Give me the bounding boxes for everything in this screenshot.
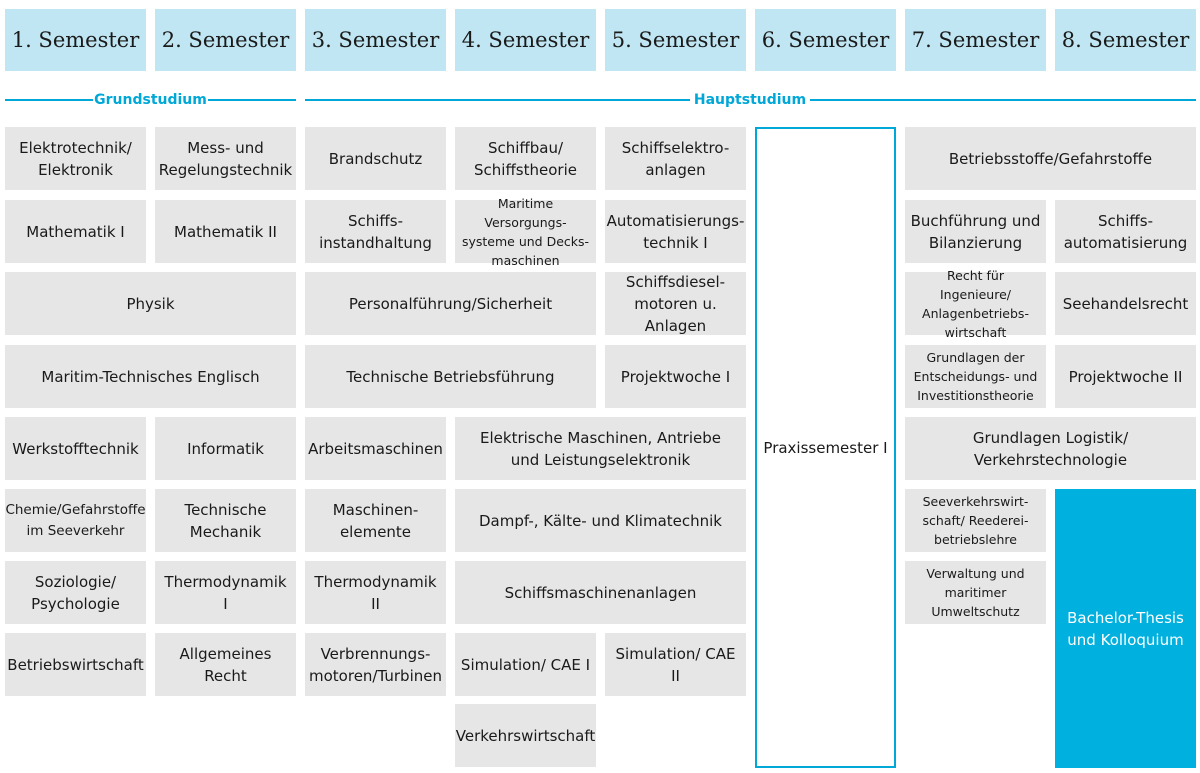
semester-7-header: 7. Semester <box>905 9 1046 71</box>
module-schiffsautomatisierung: Schiffs- automatisierung <box>1055 200 1196 263</box>
module-versorgung: Maritime Versorgungs- systeme und Decks-… <box>455 196 596 268</box>
module-simulation2: Simulation/ CAE II <box>605 633 746 696</box>
module-englisch: Maritim-Technisches Englisch <box>5 345 296 408</box>
hauptstudium-line-right <box>810 99 1196 101</box>
module-werkstoff: Werkstofftechnik <box>5 417 146 480</box>
module-elmaschinen: Elektrische Maschinen, Antriebe und Leis… <box>455 417 746 480</box>
module-verbrennung: Verbrennungs- motoren/Turbinen <box>305 633 446 696</box>
module-umweltschutz: Verwaltung und maritimer Umweltschutz <box>905 561 1046 624</box>
module-projektwoche1: Projektwoche I <box>605 345 746 408</box>
module-schiffselektro: Schiffselektro- anlagen <box>605 127 746 190</box>
module-maschinenelemente: Maschinen- elemente <box>305 489 446 552</box>
grundstudium-line-left <box>5 99 93 101</box>
module-personal: Personalführung/Sicherheit <box>305 272 596 335</box>
semester-4-header: 4. Semester <box>455 9 596 71</box>
module-betriebsfuehrung: Technische Betriebsführung <box>305 345 596 408</box>
semester-3-header: 3. Semester <box>305 9 446 71</box>
module-buchfuehrung: Buchführung und Bilanzierung <box>905 200 1046 263</box>
module-soziologie: Soziologie/ Psychologie <box>5 561 146 624</box>
module-brandschutz: Brandschutz <box>305 127 446 190</box>
module-automatisierung1: Automatisierungs- technik I <box>605 200 746 263</box>
module-elektrotechnik: Elektrotechnik/ Elektronik <box>5 127 146 190</box>
module-dampf: Dampf-, Kälte- und Klimatechnik <box>455 489 746 552</box>
module-chemie: Chemie/Gefahrstoffe im Seeverkehr <box>5 489 146 552</box>
module-recht: Allgemeines Recht <box>155 633 296 696</box>
module-mathe2: Mathematik II <box>155 200 296 263</box>
semester-6-header: 6. Semester <box>755 9 896 71</box>
module-verkehrswirtschaft: Verkehrswirtschaft <box>455 704 596 767</box>
module-seeverkehr: Seeverkehrswirt- schaft/ Reederei- betri… <box>905 489 1046 552</box>
semester-5-header: 5. Semester <box>605 9 746 71</box>
module-physik: Physik <box>5 272 296 335</box>
module-recht-ingenieure: Recht für Ingenieure/ Anlagenbetriebs- w… <box>905 268 1046 340</box>
module-schiffbau: Schiffbau/ Schiffstheorie <box>455 127 596 190</box>
module-projektwoche2: Projektwoche II <box>1055 345 1196 408</box>
module-praxissemester: Praxissemester I <box>755 127 896 768</box>
module-messregel: Mess- und Regelungstechnik <box>155 127 296 190</box>
module-schiffsmaschinen: Schiffsmaschinenanlagen <box>455 561 746 624</box>
hauptstudium-line-left <box>305 99 690 101</box>
module-arbeitsmaschinen: Arbeitsmaschinen <box>305 417 446 480</box>
module-bwl: Betriebswirtschaft <box>5 633 146 696</box>
semester-1-header: 1. Semester <box>5 9 146 71</box>
module-instandhaltung: Schiffs- instandhaltung <box>305 200 446 263</box>
module-betriebsstoffe: Betriebsstoffe/Gefahrstoffe <box>905 127 1196 190</box>
module-logistik: Grundlagen Logistik/ Verkehrstechnologie <box>905 417 1196 480</box>
module-informatik: Informatik <box>155 417 296 480</box>
module-entscheidung: Grundlagen der Entscheidungs- und Invest… <box>905 345 1046 408</box>
module-mechanik: Technische Mechanik <box>155 489 296 552</box>
module-simulation1: Simulation/ CAE I <box>455 633 596 696</box>
module-bachelor-thesis: Bachelor-Thesis und Kolloquium <box>1055 489 1196 768</box>
module-diesel: Schiffsdiesel- motoren u. Anlagen <box>605 272 746 335</box>
module-thermo2: Thermodynamik II <box>305 561 446 624</box>
hauptstudium-label: Hauptstudium <box>693 92 807 108</box>
module-thermo1: Thermodynamik I <box>155 561 296 624</box>
module-mathe1: Mathematik I <box>5 200 146 263</box>
grundstudium-label: Grundstudium <box>94 92 207 108</box>
grundstudium-line-right <box>208 99 296 101</box>
semester-8-header: 8. Semester <box>1055 9 1196 71</box>
module-seehandelsrecht: Seehandelsrecht <box>1055 272 1196 335</box>
semester-2-header: 2. Semester <box>155 9 296 71</box>
